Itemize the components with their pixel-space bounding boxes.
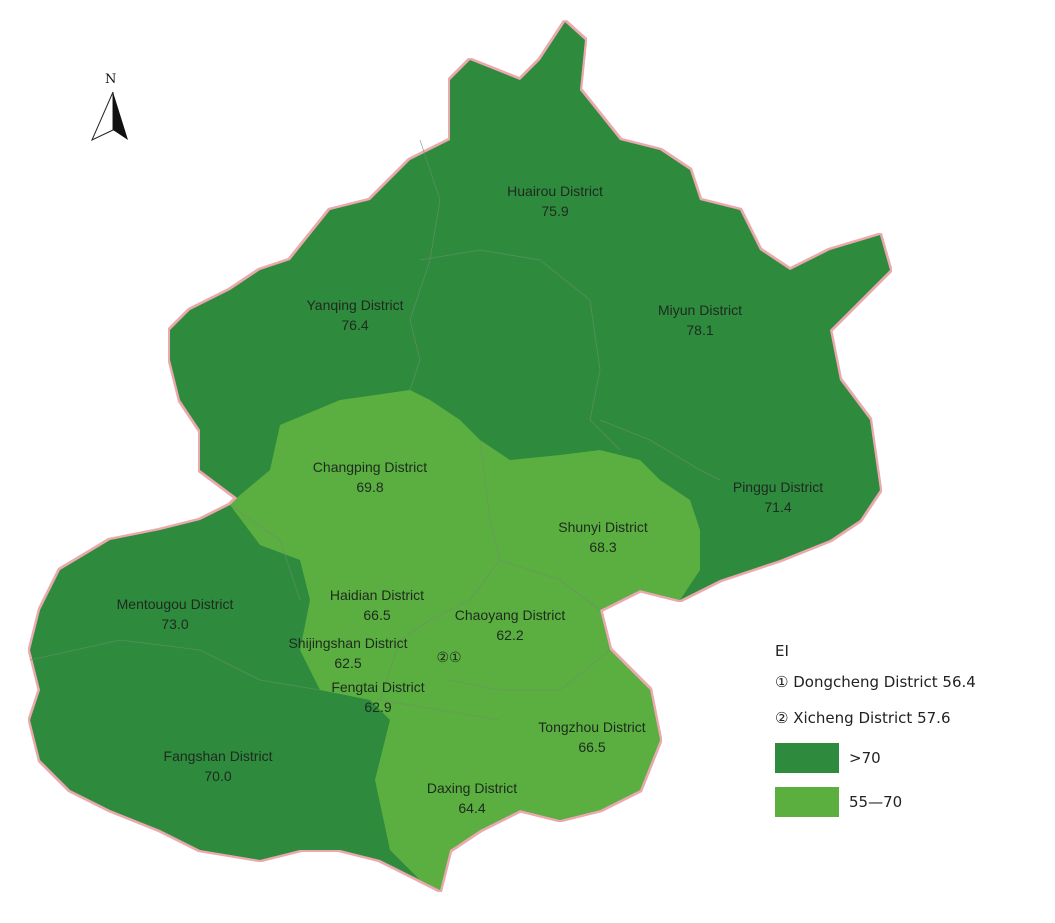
district-value-haidian: 66.5 bbox=[363, 607, 390, 623]
district-label-fangshan: Fangshan District bbox=[164, 748, 273, 764]
legend-item-mid: 55—70 bbox=[775, 780, 1050, 824]
district-label-mentougou: Mentougou District bbox=[117, 596, 234, 612]
legend-note-xicheng: ② Xicheng District 57.6 bbox=[775, 709, 951, 727]
legend-title: EI bbox=[775, 642, 789, 660]
legend: EI ① Dongcheng District 56.4 ② Xicheng D… bbox=[775, 638, 1050, 824]
district-value-shunyi: 68.3 bbox=[589, 539, 616, 555]
district-label-shunyi: Shunyi District bbox=[558, 519, 648, 535]
district-label-chaoyang: Chaoyang District bbox=[455, 607, 566, 623]
district-value-changping: 69.8 bbox=[356, 479, 383, 495]
district-label-daxing: Daxing District bbox=[427, 780, 517, 796]
district-value-pinggu: 71.4 bbox=[764, 499, 791, 515]
district-value-huairou: 75.9 bbox=[541, 203, 568, 219]
district-label-fengtai: Fengtai District bbox=[331, 679, 424, 695]
district-value-chaoyang: 62.2 bbox=[496, 627, 523, 643]
district-label-shijingshan: Shijingshan District bbox=[288, 635, 407, 651]
legend-item-high: >70 bbox=[775, 736, 1050, 780]
legend-note-dongcheng: ① Dongcheng District 56.4 bbox=[775, 673, 976, 691]
north-arrow-icon bbox=[91, 91, 128, 142]
district-value-yanqing: 76.4 bbox=[341, 317, 368, 333]
district-value-mentougou: 73.0 bbox=[161, 616, 188, 632]
district-label-pinggu: Pinggu District bbox=[733, 479, 823, 495]
district-value-daxing: 64.4 bbox=[458, 800, 485, 816]
legend-label-high: >70 bbox=[849, 749, 881, 767]
north-arrow-label: N bbox=[105, 72, 117, 87]
region-mid bbox=[230, 390, 700, 890]
district-label-yanqing: Yanqing District bbox=[306, 297, 403, 313]
district-value-miyun: 78.1 bbox=[686, 322, 713, 338]
legend-swatch-high bbox=[775, 743, 839, 773]
district-value-tongzhou: 66.5 bbox=[578, 739, 605, 755]
legend-label-mid: 55—70 bbox=[849, 793, 903, 811]
district-label-tongzhou: Tongzhou District bbox=[538, 719, 645, 735]
district-value-shijingshan: 62.5 bbox=[334, 655, 361, 671]
north-arrow: N bbox=[88, 72, 138, 144]
inner-district-markers: ②① bbox=[436, 649, 461, 665]
district-value-fengtai: 62.9 bbox=[364, 699, 391, 715]
district-label-haidian: Haidian District bbox=[330, 587, 424, 603]
district-label-huairou: Huairou District bbox=[507, 183, 603, 199]
district-label-changping: Changping District bbox=[313, 459, 427, 475]
district-label-miyun: Miyun District bbox=[658, 302, 742, 318]
legend-swatch-mid bbox=[775, 787, 839, 817]
district-value-fangshan: 70.0 bbox=[204, 768, 231, 784]
